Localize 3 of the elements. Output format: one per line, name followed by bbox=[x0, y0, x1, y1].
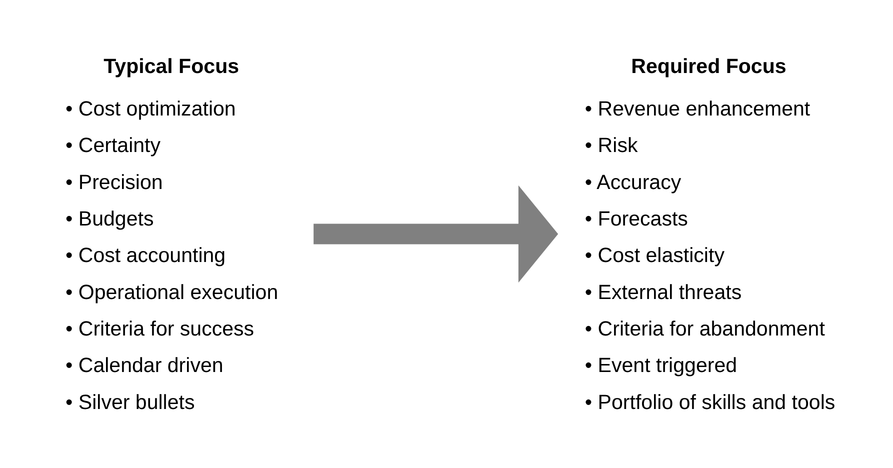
node-text: Typical Focus • Cost optimization • Certainty • Precision • Budgets • Cost accounting • Operational execution • Criteria for success • Calendar driven • Silver bullets bbox=[64, 54, 278, 414]
arrow bbox=[313, 185, 558, 283]
node-text: Required Focus • Revenue enhancement • Risk • Accuracy • Forecasts • Cost elasticity • External threats • Criteria for abandonment • Event triggered • Portfolio of skills and tools bbox=[584, 54, 835, 414]
